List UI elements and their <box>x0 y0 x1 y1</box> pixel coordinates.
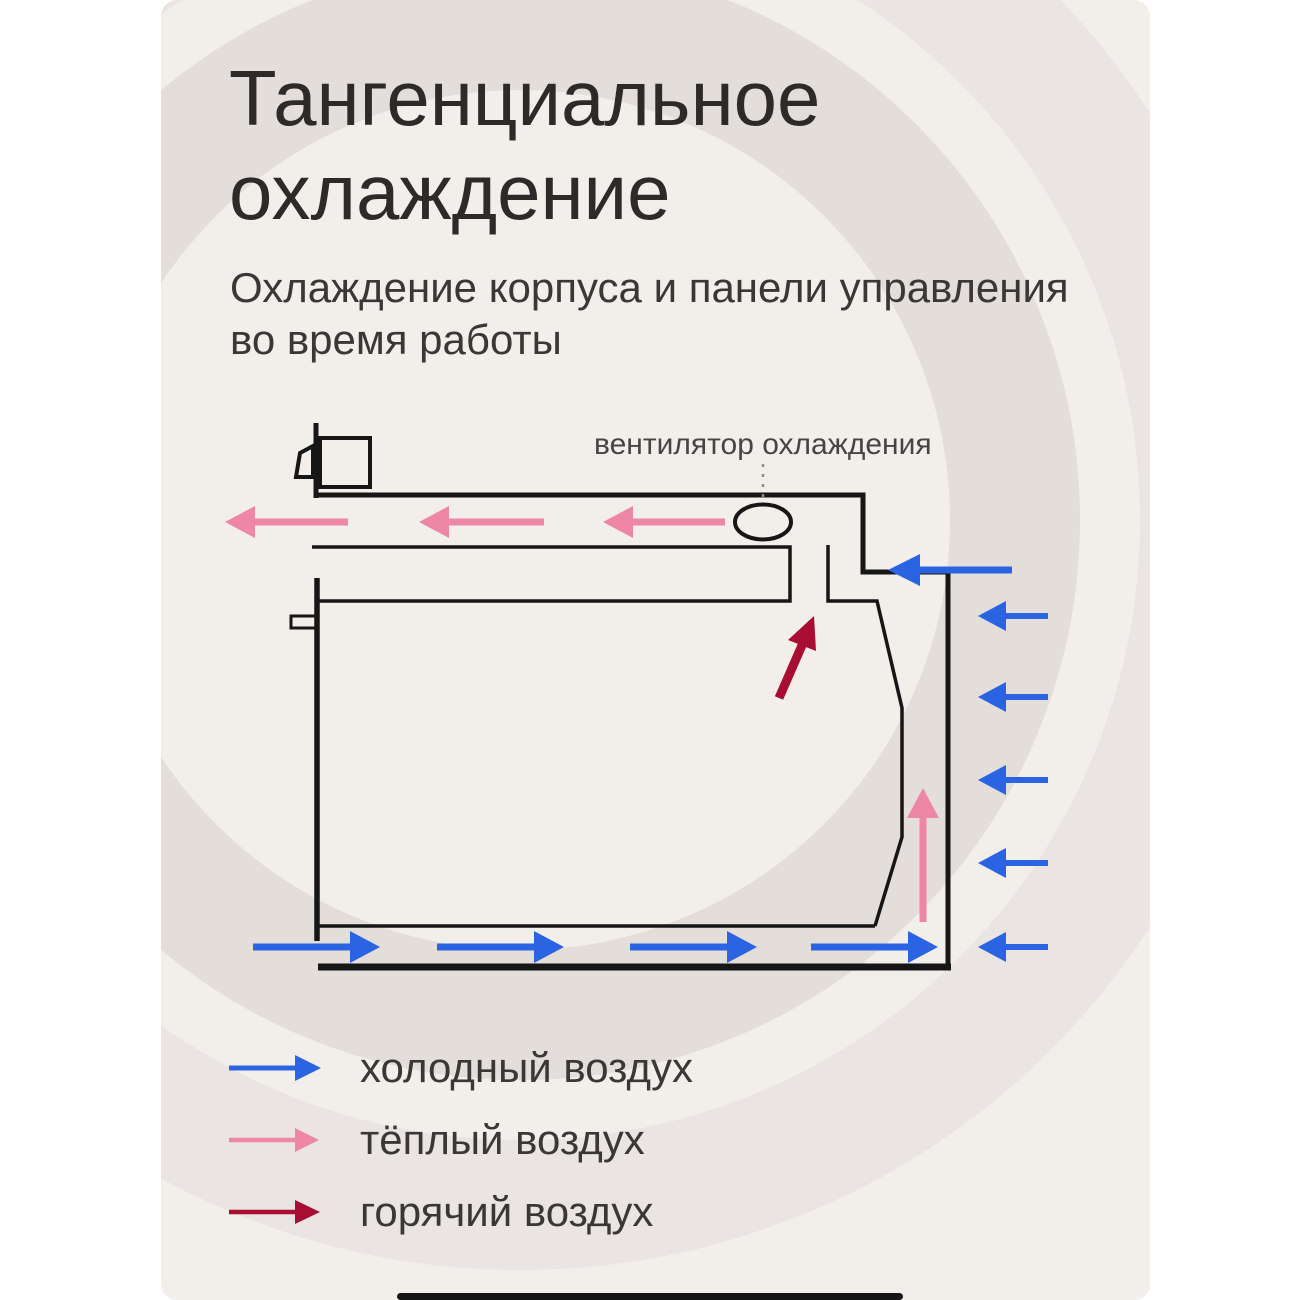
fan-label: вентилятор охлаждения <box>594 428 932 461</box>
legend-row-warm-air: тёплый воздух <box>227 1116 693 1163</box>
page-title-line2: охлаждение <box>229 147 671 236</box>
legend-label-hot-air: горячий воздух <box>360 1188 654 1235</box>
page-subtitle: Охлаждение корпуса и панели управления в… <box>230 262 1069 366</box>
page-subtitle-line2: во время работы <box>230 316 562 364</box>
page-title-line1: Тангенциальное <box>229 54 821 142</box>
infographic-card: Тангенциальное охлаждение Охлаждение кор… <box>161 0 1150 1300</box>
legend-row-hot-air: горячий воздух <box>227 1188 693 1235</box>
legend: холодный воздух тёплый воздух горячий во… <box>227 1044 693 1263</box>
page-title: Тангенциальное охлаждение <box>229 52 820 239</box>
legend-row-cold-air: холодный воздух <box>227 1044 693 1091</box>
legend-label-warm-air: тёплый воздух <box>360 1116 645 1163</box>
hot-air-arrow-icon <box>227 1195 323 1229</box>
legend-label-cold-air: холодный воздух <box>360 1044 693 1091</box>
page-subtitle-line1: Охлаждение корпуса и панели управления <box>230 264 1069 311</box>
home-indicator-bar <box>397 1293 903 1300</box>
warm-air-arrow-icon <box>227 1123 323 1157</box>
cold-air-arrow-icon <box>227 1051 323 1085</box>
